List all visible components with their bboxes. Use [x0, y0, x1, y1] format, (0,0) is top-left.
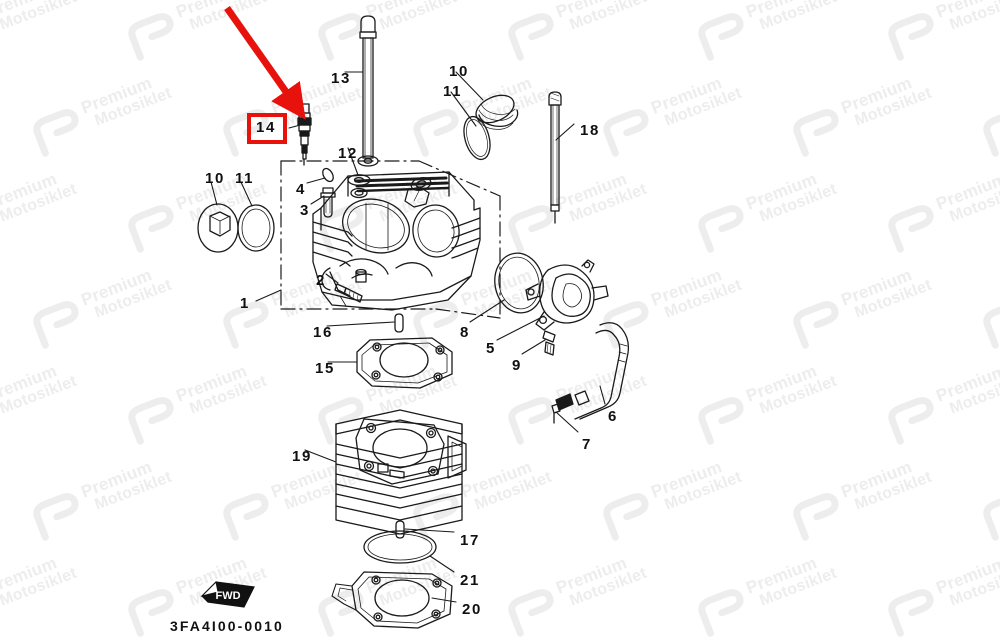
callout-bolt-breather: 9 [512, 357, 522, 374]
callout-bolt-long: 18 [580, 122, 600, 139]
callout-dowel-pin-small: 16 [313, 324, 333, 341]
callout-o-ring-upper: 11 [443, 83, 463, 100]
highlight-box-item-14 [247, 113, 287, 144]
callout-breather-pipe: 6 [608, 408, 618, 425]
fwd-direction-badge: FWD [198, 578, 260, 612]
callout-o-ring-cap: 11 [235, 170, 255, 187]
callout-washer: 12 [338, 145, 358, 162]
callout-bolt: 2 [316, 272, 326, 289]
callout-dowel-pin: 4 [296, 181, 306, 198]
callout-cylinder-base-gasket: 20 [462, 601, 482, 618]
fwd-label: FWD [215, 590, 240, 602]
callout-cap-nut-upper: 10 [449, 63, 469, 80]
callout-cylinder-head-assembly: 1 [240, 295, 250, 312]
callout-cap-nut: 10 [205, 170, 225, 187]
callout-dowel-pin-cylinder: 17 [460, 532, 480, 549]
callout-o-ring-base: 21 [460, 572, 480, 589]
callout-breather-cover: 5 [486, 340, 496, 357]
callout-valve-guide: 3 [300, 202, 310, 219]
callout-cylinder-block: 19 [292, 448, 312, 465]
part-number-text: 3FA4I00-0010 [170, 618, 284, 634]
callout-cylinder-head-gasket: 15 [315, 360, 335, 377]
callout-breather-gasket: 8 [460, 324, 470, 341]
callout-stud-bolt-long: 13 [331, 70, 351, 87]
callout-clamp: 7 [582, 436, 592, 453]
